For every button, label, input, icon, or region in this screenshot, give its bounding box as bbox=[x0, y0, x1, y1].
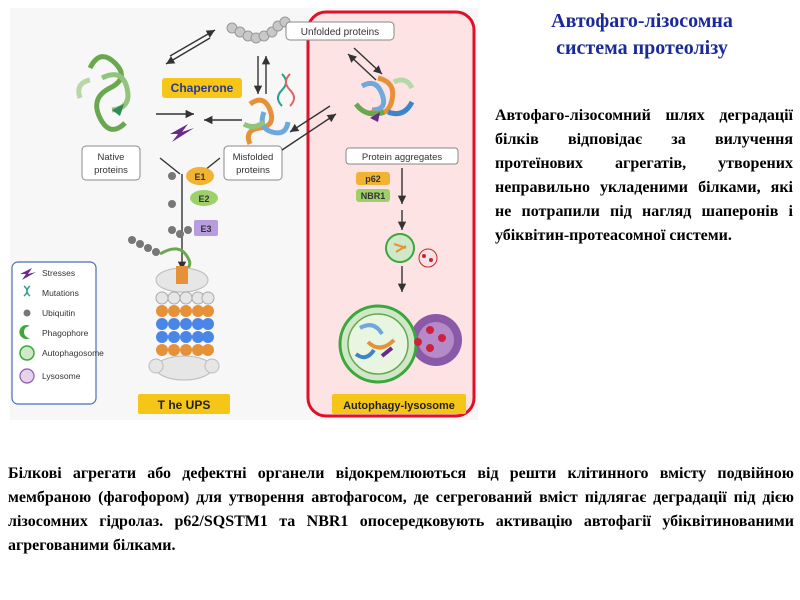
chaperone-label: Chaperone bbox=[171, 81, 234, 95]
proteasome bbox=[148, 266, 220, 381]
ups-label: T he UPS bbox=[158, 398, 211, 412]
e1-enzyme bbox=[186, 167, 214, 185]
nbr1-label: NBR1 bbox=[361, 191, 386, 201]
ups-label-box bbox=[138, 394, 230, 414]
autolysosome bbox=[338, 304, 462, 384]
autophagy-lysosome-label: Autophagy-lysosome bbox=[343, 400, 455, 412]
protein-aggregates-label: Protein aggregates bbox=[362, 152, 443, 163]
legend-autophagosome-label: Autophagosome bbox=[42, 348, 104, 358]
legend-mutations-icon bbox=[23, 285, 31, 297]
autophagy-lysosome-label-box bbox=[332, 394, 466, 414]
legend-phagophore-label: Phagophore bbox=[42, 328, 89, 338]
e2-enzyme bbox=[190, 190, 218, 206]
legend-stresses-icon bbox=[20, 268, 36, 280]
legend-autophagosome-icon bbox=[19, 345, 35, 361]
misfolded-proteins-label-1: Misfolded bbox=[233, 152, 274, 163]
e2-label: E2 bbox=[198, 194, 209, 204]
protein-aggregates-box bbox=[345, 147, 459, 165]
native-proteins-label-2: proteins bbox=[94, 165, 128, 176]
p62-label: p62 bbox=[365, 174, 381, 184]
page-title: Автофаго-лізосомна система протеолізу bbox=[492, 8, 792, 62]
stress-bolt-icon bbox=[170, 124, 194, 142]
native-proteins-box bbox=[81, 145, 141, 181]
e3-label: E3 bbox=[200, 224, 211, 234]
native-proteins-label-1: Native bbox=[98, 152, 125, 163]
bottom-paragraph: Білкові агрегати або дефектні органели в… bbox=[8, 465, 794, 554]
legend-ubiquitin-label: Ubiquitin bbox=[42, 308, 75, 318]
lysosome-small-icon bbox=[418, 248, 438, 268]
legend-lysosome-label: Lysosome bbox=[42, 371, 81, 381]
protein-aggregate bbox=[353, 75, 415, 122]
title-line-2: система протеолізу bbox=[556, 37, 728, 59]
nbr1-box bbox=[356, 189, 390, 202]
misfolded-proteins-box bbox=[223, 145, 283, 181]
side-paragraph: Автофаго-лізосомний шлях деградації білк… bbox=[495, 107, 793, 244]
ubiquitin-chain bbox=[128, 236, 192, 274]
e1-label: E1 bbox=[194, 172, 205, 182]
legend-lysosome-icon bbox=[19, 368, 35, 384]
autophagosome-icon bbox=[385, 233, 415, 263]
misfolded-protein-structure bbox=[242, 97, 291, 145]
e3-enzyme bbox=[194, 220, 218, 236]
native-protein-structure bbox=[76, 54, 131, 132]
unfolded-proteins-label: Unfolded proteins bbox=[301, 27, 379, 38]
legend-phagophore-icon bbox=[19, 325, 30, 339]
misfolded-proteins-label-2: proteins bbox=[236, 165, 270, 176]
mutation-dna-icon bbox=[277, 73, 295, 107]
legend-stresses-label: Stresses bbox=[42, 268, 75, 278]
legend-ubiquitin-icon bbox=[23, 309, 31, 317]
proteolysis-diagram: Unfolded proteins Native proteins Chaper… bbox=[10, 8, 478, 420]
unfolded-protein-chain bbox=[226, 16, 291, 44]
p62-box bbox=[356, 172, 390, 185]
title-line-1: Автофаго-лізосомна bbox=[551, 10, 733, 32]
unfolded-proteins-box bbox=[285, 21, 395, 41]
legend: Stresses Mutations Ubiquitin Phagophore … bbox=[11, 261, 104, 405]
legend-mutations-label: Mutations bbox=[42, 288, 79, 298]
chaperone-box bbox=[162, 78, 242, 98]
